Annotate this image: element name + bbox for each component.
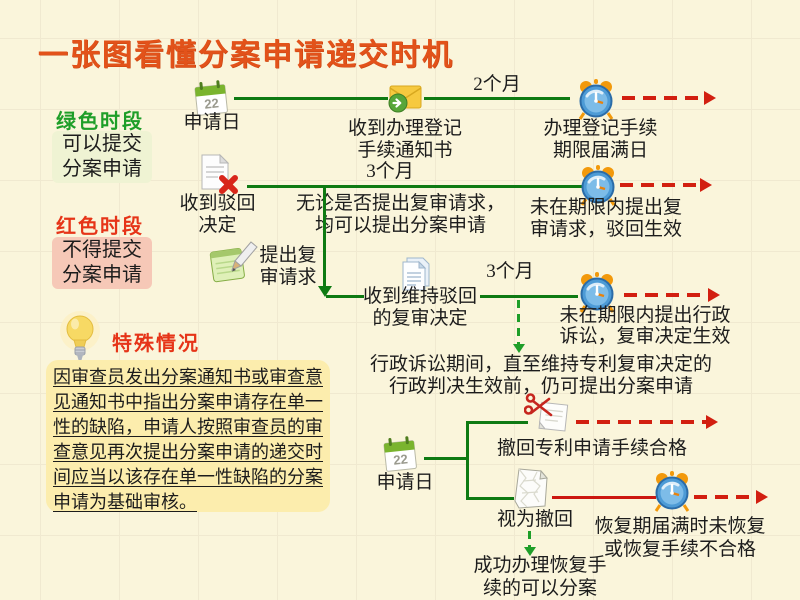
flow4-stem-line [424, 457, 468, 460]
special-heading: 特殊情况 [112, 333, 200, 355]
flow3-duration-label: 3个月 [486, 261, 534, 282]
flow2-rejection-label: 收到驳回 决定 [179, 193, 256, 236]
document-icon [397, 255, 437, 295]
svg-text:22: 22 [204, 95, 220, 111]
flow4-red-line [552, 496, 656, 499]
flow3-request-label: 提出复 审请求 [259, 245, 317, 288]
flow3-drop-arrowhead [318, 286, 332, 297]
flow4-bottom-line [466, 497, 514, 500]
alarm-clock-icon [578, 164, 618, 206]
crumpled-paper-icon [510, 466, 552, 512]
flow4-recover-dashed-line [528, 531, 531, 547]
flow4-top-dashed-arrow [576, 420, 706, 424]
alarm-clock-icon [576, 78, 616, 120]
envelope-icon [386, 82, 424, 116]
green-period-heading: 绿色时段 [56, 111, 144, 133]
special-note-box: 因审查员发出分案通知书或审查意见通知书中指出分案申请存在单一性的缺陷，申请人按照… [46, 360, 330, 512]
flow1-application-date-label: 申请日 [183, 112, 241, 133]
flow4-recover-fail-note: 恢复期届满时未恢复 或恢复手续不合格 [594, 516, 766, 560]
flow3-decision-label: 收到维持驳回 的复审决定 [362, 286, 477, 329]
svg-text:22: 22 [393, 451, 409, 467]
flow4-bottom-arrowhead [756, 490, 768, 504]
red-period-box: 不得提交 分案申请 [52, 237, 152, 289]
flow2-line [247, 185, 583, 188]
flow1-line-a [234, 97, 388, 100]
page-title: 一张图看懂分案申请递交时机 [38, 39, 454, 72]
flow2-deadline-note: 未在期限内提出复 审请求，驳回生效 [529, 197, 682, 240]
flow2-dashed-arrow [620, 183, 700, 187]
flow4-recover-arrowhead [524, 547, 536, 556]
flow1-line-b [424, 97, 570, 100]
flow4-application-date-label: 申请日 [376, 472, 434, 493]
flow3-line-a [326, 295, 364, 298]
flow3-litigation-dashed-line [517, 300, 520, 344]
flow4-deemed-withdrawn-label: 视为撤回 [496, 509, 573, 530]
alarm-clock-icon [577, 271, 617, 313]
reexam-notepad-icon [208, 238, 258, 286]
flow3-line-b [480, 295, 578, 298]
flow3-drop-line [323, 187, 326, 286]
flow4-recover-ok-note: 成功办理恢复手 续的可以分案 [473, 555, 607, 599]
flow4-top-arrowhead [706, 415, 718, 429]
flow4-branch-line [466, 421, 469, 500]
flow3-deadline-note: 未在期限内提出行政 诉讼，复审决定生效 [559, 305, 731, 347]
alarm-clock-icon [652, 470, 692, 512]
flow1-duration-label: 2个月 [473, 74, 521, 95]
flow1-dashed-arrow [622, 96, 704, 100]
lightbulb-icon [56, 310, 104, 364]
flow2-duration-label: 3个月 [366, 161, 414, 182]
flow3-arrowhead [708, 288, 720, 302]
rejected-document-icon [196, 153, 240, 195]
flow3-litigation-note: 行政诉讼期间，直至维持专利复审决定的 行政判决生效前，仍可提出分案申请 [369, 354, 712, 397]
flow2-arrowhead [700, 178, 712, 192]
flow4-withdraw-label: 撤回专利申请手续合格 [496, 438, 687, 459]
calendar-icon: 22 [379, 433, 421, 475]
flow3-litigation-arrowhead [513, 344, 525, 353]
flow1-notice-label: 收到办理登记 手续通知书 [347, 118, 462, 161]
flow1-deadline-label: 办理登记手续 期限届满日 [543, 118, 658, 161]
scissors-paper-icon [523, 392, 576, 440]
flow3-dashed-arrow [624, 293, 708, 297]
green-period-box: 可以提交 分案申请 [52, 131, 152, 183]
flow1-arrowhead [704, 91, 716, 105]
red-period-heading: 红色时段 [56, 216, 144, 238]
flow4-bottom-dashed-arrow [694, 495, 756, 499]
calendar-icon: 22 [190, 77, 232, 119]
flow2-note: 无论是否提出复审请求， 均可以提出分案申请 [295, 193, 505, 236]
flow4-top-line [466, 421, 528, 424]
